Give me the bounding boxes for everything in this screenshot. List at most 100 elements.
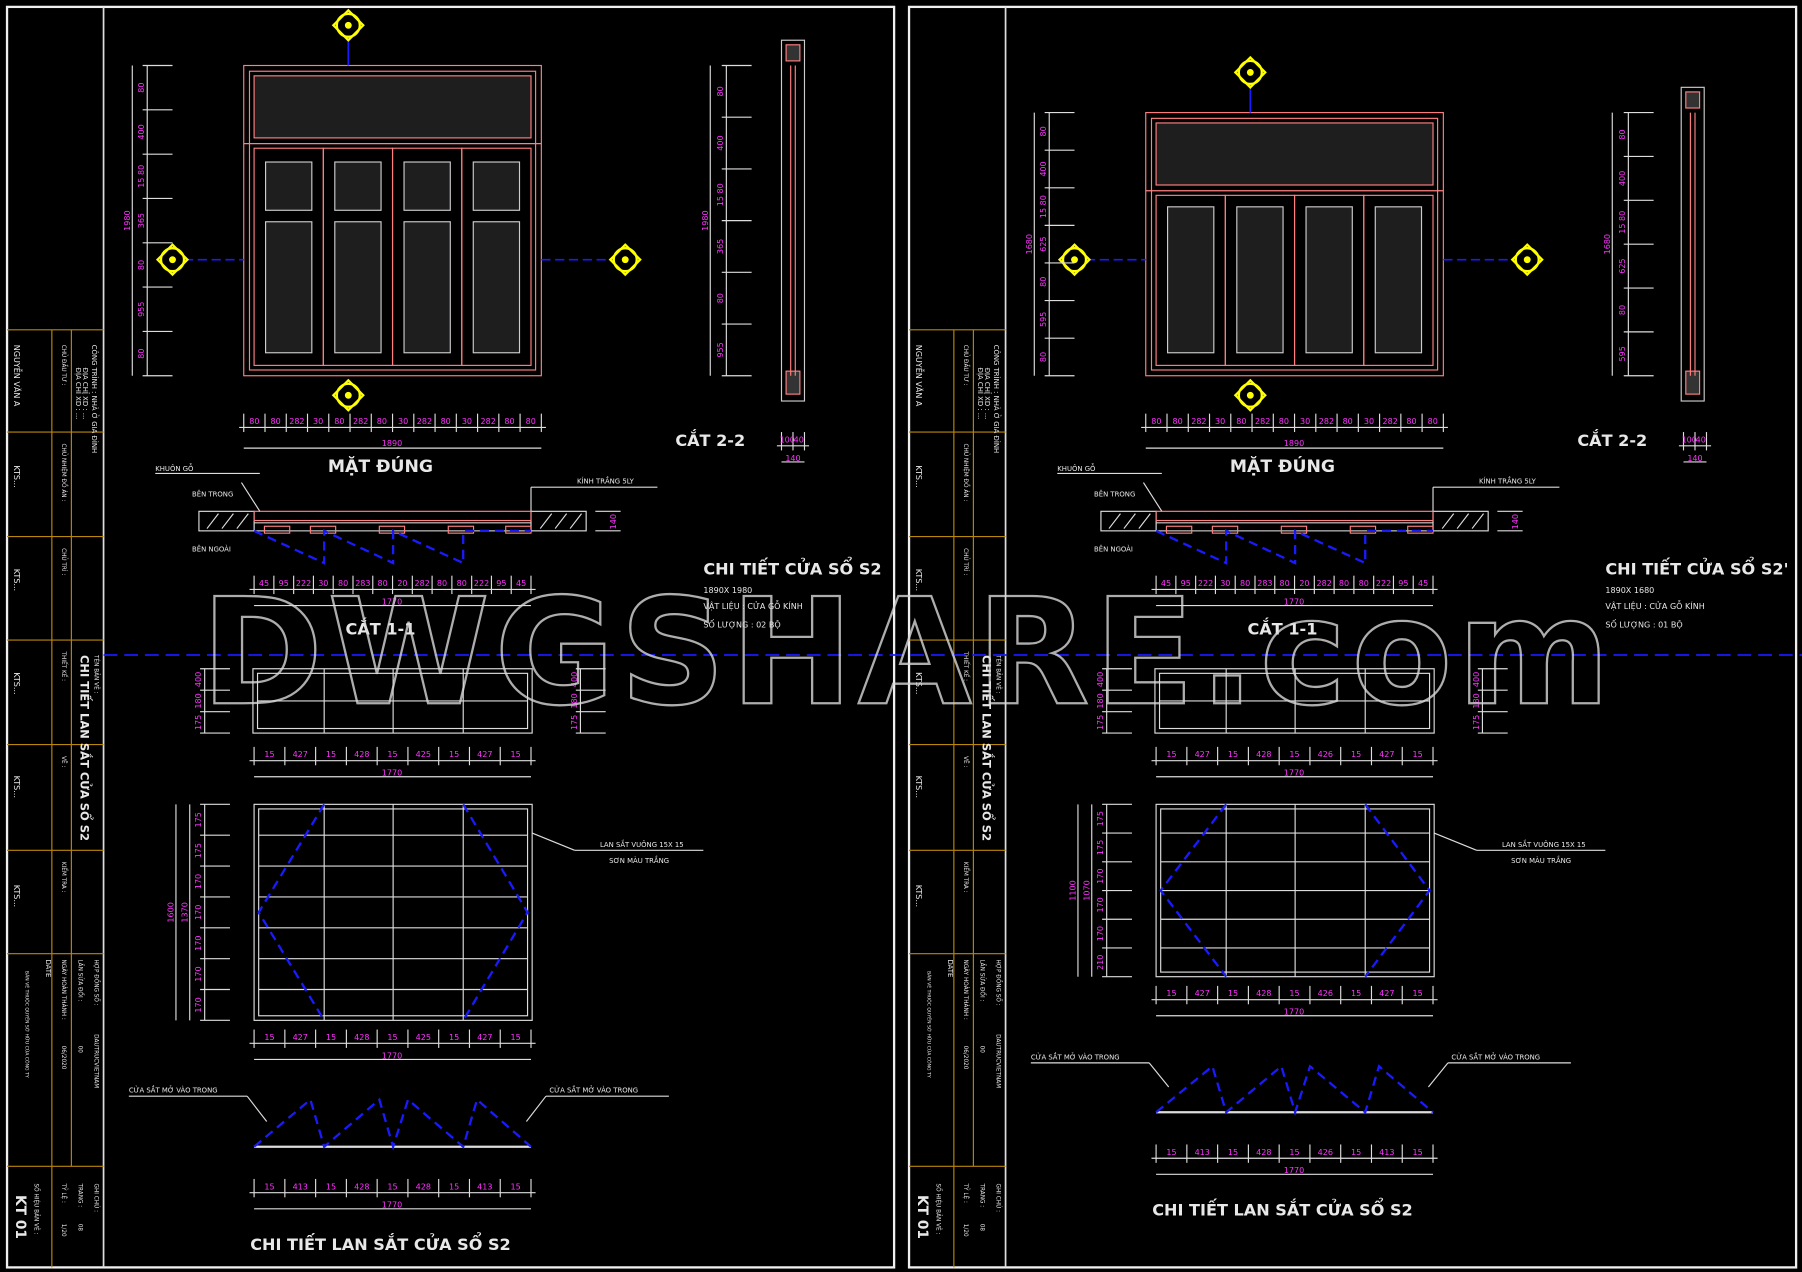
sheet-number: KT 01 bbox=[914, 1195, 930, 1239]
sheet-number-label: SỐ HIỆU BẢN VẼ : bbox=[935, 1184, 943, 1235]
dimension-value: 427 bbox=[293, 750, 308, 759]
address: ĐỊA CHỈ XD : ... bbox=[983, 368, 992, 420]
leader bbox=[525, 1095, 547, 1122]
dimension-value: 15 bbox=[1228, 1148, 1238, 1157]
designer-name: KTS... bbox=[914, 569, 923, 591]
section-marker-icon bbox=[1057, 243, 1092, 277]
dimension-value: 175 bbox=[1096, 840, 1105, 855]
dimension-value: 427 bbox=[1379, 750, 1394, 759]
dimension-value: 15 bbox=[264, 1033, 274, 1042]
dimension-value: 175 bbox=[1096, 715, 1105, 730]
revision-value: 00 bbox=[978, 1046, 984, 1054]
section-marker-icon bbox=[1233, 55, 1267, 89]
hatch bbox=[1471, 513, 1485, 529]
hatch bbox=[539, 513, 553, 529]
dimension-value: 427 bbox=[1195, 989, 1210, 998]
date-heading: DATE bbox=[946, 959, 954, 977]
dimension-value: 1770 bbox=[382, 597, 402, 606]
sash-profile bbox=[1349, 525, 1377, 534]
dimension-value: 95 bbox=[279, 579, 289, 588]
role-label: CHỦ TRÌ : bbox=[60, 548, 68, 575]
dimension-value: 80 bbox=[377, 417, 387, 426]
label-ben-trong: BÊN TRONG bbox=[1094, 489, 1135, 498]
role-label: THIẾT KẾ : bbox=[60, 651, 68, 682]
dimension-value: 15 bbox=[1413, 1148, 1423, 1157]
address: ĐỊA CHỈ XD : ... bbox=[81, 368, 90, 420]
section-marker-icon bbox=[331, 8, 365, 42]
dimension-value: 15 bbox=[511, 750, 521, 759]
dimension-value: 80 bbox=[271, 417, 281, 426]
window-frame-inner bbox=[248, 70, 537, 371]
dimension-value: 15 bbox=[1413, 750, 1423, 759]
sash-profile bbox=[1407, 525, 1434, 534]
dimension-value: 80 bbox=[137, 83, 146, 93]
dimension-value: 80 bbox=[1428, 417, 1438, 426]
dimension-value: 15 bbox=[326, 1182, 336, 1191]
role-label: THIẾT KẾ : bbox=[962, 651, 970, 682]
dimension-value: 595 bbox=[1618, 346, 1627, 361]
window-material: VẬT LIỆU : CỬA GỖ KÍNH bbox=[703, 599, 802, 612]
dimension-value: 180 bbox=[1096, 693, 1105, 708]
elevation-title: MẶT ĐÚNG bbox=[328, 455, 433, 477]
dimension-value: 170 bbox=[194, 936, 203, 951]
leader bbox=[1142, 482, 1163, 512]
dimension-value: 210 bbox=[1096, 955, 1105, 970]
dimension-value: 80 bbox=[338, 579, 348, 588]
dimension-value: 80 bbox=[504, 417, 514, 426]
scale-value: 1/20 bbox=[60, 1224, 66, 1237]
dimension-value: 413 bbox=[1379, 1148, 1394, 1157]
window-detail-title: CHI TIẾT CỬA SỔ S2' bbox=[1605, 557, 1788, 579]
dimension-value: 15 bbox=[387, 1033, 397, 1042]
sash-profile bbox=[505, 525, 532, 534]
dimension-value: 282 bbox=[481, 417, 496, 426]
dimension-value: 80 bbox=[137, 348, 146, 358]
dimension-value: 80 bbox=[1279, 417, 1289, 426]
dimension-value: 282 bbox=[1383, 417, 1398, 426]
dimension-value: 400 bbox=[570, 672, 579, 687]
dimension-value: 955 bbox=[137, 302, 146, 317]
dimension-value: 180 bbox=[570, 693, 579, 708]
dimension-value: 80 bbox=[1343, 417, 1353, 426]
note-text: BẢN VẼ THUỘC QUYỀN SỞ HỮU CỦA CÔNG TY bbox=[925, 971, 933, 1078]
dimension-value: 15 80 bbox=[1618, 211, 1627, 234]
role-label: KIỂM TRA : bbox=[60, 862, 68, 893]
dimension-value: 30 bbox=[1215, 417, 1225, 426]
dimension-value: 15 bbox=[264, 1182, 274, 1191]
swing-indicator bbox=[257, 803, 326, 1021]
scale-label: TỶ LỆ : bbox=[60, 1183, 68, 1203]
leader bbox=[246, 1095, 268, 1122]
owner-name: NGUYỄN VĂN A bbox=[914, 345, 926, 407]
dimension-value: 426 bbox=[1318, 750, 1333, 759]
dimension-value: 15 bbox=[511, 1182, 521, 1191]
grille-detail-title: CHI TIẾT LAN SẮT CỬA SỔ S2 bbox=[250, 1232, 511, 1254]
dimension-value: 175 bbox=[570, 715, 579, 730]
dimension-value: 30 bbox=[1300, 417, 1310, 426]
dimension-value: 15 bbox=[1413, 989, 1423, 998]
dimension-value: 400 bbox=[1096, 672, 1105, 687]
project-name: CÔNG TRÌNH : NHÀ Ở GIA ĐÌNH bbox=[992, 345, 1002, 453]
dimension-value: 400 bbox=[194, 672, 203, 687]
dimension-value: 15 80 bbox=[1039, 195, 1048, 218]
sheet-name: CHI TIẾT LAN SẮT CỬA SỔ S2 bbox=[78, 655, 95, 841]
role-label: VẼ : bbox=[60, 756, 67, 767]
dimension-value: 175 bbox=[194, 843, 203, 858]
contract-code: DAUTRUCVIETNAM bbox=[994, 1034, 1000, 1088]
dimension-value: 180 bbox=[194, 693, 203, 708]
glass-pane bbox=[334, 221, 382, 354]
window-size: 1890X 1680 bbox=[1605, 586, 1654, 595]
window-detail-title: CHI TIẾT CỬA SỔ S2 bbox=[703, 557, 881, 579]
dimension-value: 427 bbox=[477, 750, 492, 759]
dimension-value: 45 bbox=[1161, 579, 1171, 588]
